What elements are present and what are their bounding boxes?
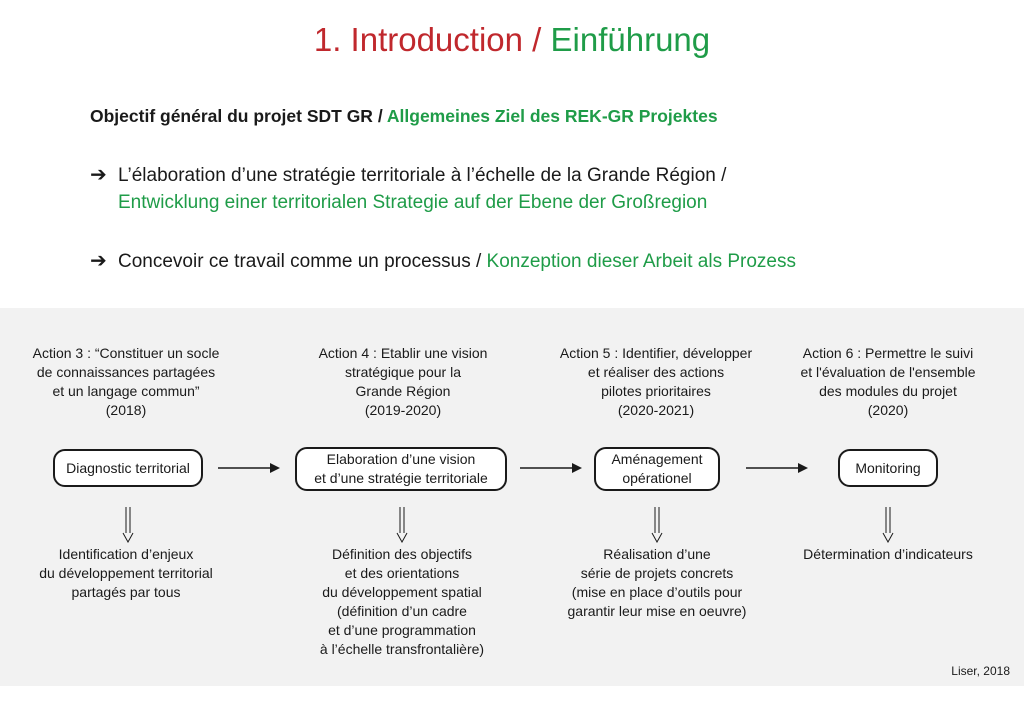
action-4-label: Action 4 : Etablir une vision stratégiqu…: [318, 345, 488, 418]
source-credit: Liser, 2018: [951, 664, 1010, 678]
arrow-right-icon: [520, 463, 582, 473]
arrow-right-icon: [218, 463, 280, 473]
monitoring-box: Monitoring: [838, 449, 938, 487]
subtitle-de: Allgemeines Ziel des REK-GR Projektes: [386, 106, 718, 126]
process-diagram: Action 3 : “Constituer un socle de conna…: [0, 308, 1024, 686]
bullet-1: ➔ L’élaboration d’une stratégie territori…: [90, 162, 726, 216]
subtitle: Objectif général du projet SDT GR / Allg…: [90, 106, 718, 127]
arrow-right-icon: [746, 463, 808, 473]
double-arrow-down-icon: [396, 507, 408, 543]
vision-strategy-box: Elaboration d’une vision et d’une straté…: [295, 447, 507, 491]
bullet-2-de: Konzeption dieser Arbeit als Prozess: [486, 251, 796, 272]
result-3: Réalisation d’une série de projets concr…: [567, 546, 747, 619]
bullet-2: ➔ Concevoir ce travail comme un processus…: [90, 248, 796, 275]
title-fr: 1. Introduction: [313, 21, 523, 58]
result-1: Identification d’enjeux du développement…: [39, 546, 213, 600]
subtitle-fr: Objectif général du projet SDT GR: [90, 106, 373, 126]
action-6-label: Action 6 : Permettre le suivi et l'évalu…: [800, 345, 976, 418]
double-arrow-down-icon: [882, 507, 894, 543]
result-2: Définition des objectifs et des orientat…: [319, 546, 485, 657]
result-4: Détermination d’indicateurs: [803, 546, 973, 562]
title-separator: /: [523, 21, 551, 58]
double-arrow-down-icon: [122, 507, 134, 543]
arrow-icon: ➔: [90, 250, 107, 272]
amenagement-box: Aménagement opérationel: [594, 447, 720, 491]
page-title: 1. Introduction / Einführung: [0, 18, 1024, 62]
bullet-1-fr: L’élaboration d’une stratégie territoria…: [118, 165, 727, 186]
bullet-1-de: Entwicklung einer territorialen Strategi…: [118, 192, 708, 213]
action-3-label: Action 3 : “Constituer un socle de conna…: [32, 345, 220, 418]
bullet-2-fr: Concevoir ce travail comme un processus …: [118, 251, 482, 272]
subtitle-separator: /: [372, 106, 387, 126]
double-arrow-down-icon: [651, 507, 663, 543]
title-de: Einführung: [550, 21, 711, 58]
arrow-icon: ➔: [90, 164, 107, 186]
action-5-label: Action 5 : Identifier, développer et réa…: [559, 345, 753, 418]
diagnostic-box: Diagnostic territorial: [53, 449, 203, 487]
